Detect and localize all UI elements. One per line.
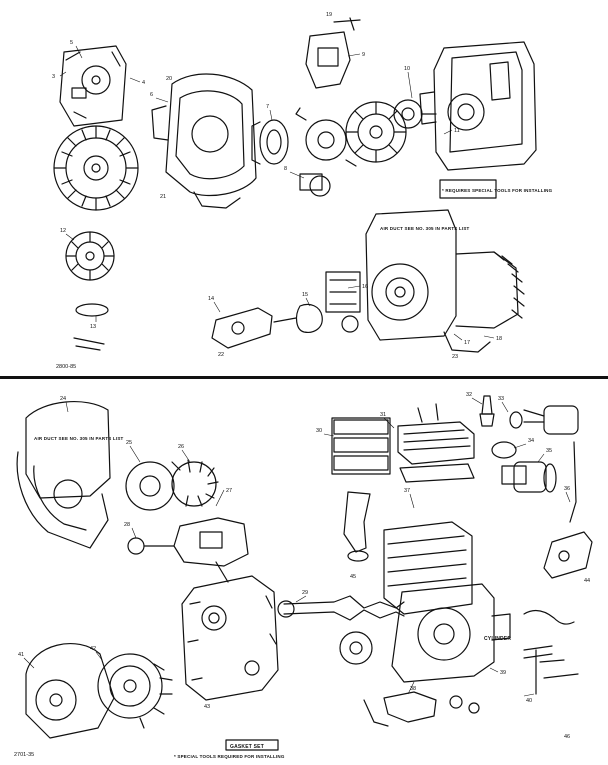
callout-label: 25 bbox=[126, 440, 132, 446]
small-hardware-left bbox=[73, 303, 109, 351]
magneto-plate-assembly bbox=[59, 45, 127, 127]
crank-gear bbox=[393, 99, 437, 129]
flywheel-left bbox=[53, 125, 139, 211]
leader-lines-top bbox=[59, 45, 495, 341]
callout-label: 35 bbox=[546, 448, 552, 454]
cylinder-head bbox=[397, 403, 475, 483]
governor-linkage bbox=[211, 303, 323, 349]
ignition-armature bbox=[305, 17, 361, 89]
callout-label: 22 bbox=[218, 352, 224, 358]
callout-label: 12 bbox=[60, 228, 66, 234]
callout-label: 14 bbox=[208, 296, 214, 302]
callout-label: 32 bbox=[466, 392, 472, 398]
callout-label: 46 bbox=[564, 734, 570, 740]
engine-assembly-bottom-right bbox=[365, 209, 525, 353]
callout-label: 26 bbox=[178, 444, 184, 450]
gasket-set-label: GASKET SET bbox=[230, 744, 264, 750]
rewind-starter bbox=[295, 107, 357, 197]
callout-label: 10 bbox=[404, 66, 410, 72]
footer-code-top: 2800-85 bbox=[56, 364, 76, 370]
crankcase-cover bbox=[181, 575, 279, 701]
callout-label: 9 bbox=[362, 52, 365, 58]
blower-housing bbox=[151, 73, 257, 209]
air-duct-note-top: AIR DUCT SEE NO. 305 IN PARTS LIST bbox=[380, 226, 470, 231]
callout-label: 8 bbox=[284, 166, 287, 172]
callout-label: 7 bbox=[266, 104, 269, 110]
callout-label: 27 bbox=[226, 488, 232, 494]
flywheel-ignition-bottom bbox=[25, 643, 173, 739]
gasket-set-box bbox=[225, 739, 279, 751]
flywheel-fan bbox=[345, 101, 407, 163]
callout-label: 42 bbox=[90, 646, 96, 652]
top-exploded-view: 5 3 4 6 7 8 9 10 11 12 13 14 15 16 17 18… bbox=[52, 12, 553, 370]
callout-label: 38 bbox=[410, 686, 416, 692]
leader-lines-bottom bbox=[23, 397, 571, 697]
throttle-linkage bbox=[523, 441, 593, 695]
callout-label: 31 bbox=[380, 412, 386, 418]
air-shroud bbox=[16, 400, 111, 549]
callout-label: 29 bbox=[302, 590, 308, 596]
small-parts-bottom bbox=[363, 691, 480, 727]
fuel-pump-assembly bbox=[127, 517, 249, 583]
spark-plug bbox=[479, 395, 495, 427]
footer-code-bottom: 2701-35 bbox=[14, 752, 34, 758]
callout-label: 34 bbox=[528, 438, 534, 444]
callout-numbers-bottom: 24 25 26 27 28 29 30 31 32 33 34 35 36 3… bbox=[18, 392, 590, 740]
piston-and-rings bbox=[331, 417, 391, 562]
cylinder-block bbox=[383, 521, 511, 683]
callout-diamond-box bbox=[439, 179, 497, 199]
callout-label: 11 bbox=[454, 128, 460, 134]
callout-label: 33 bbox=[498, 396, 504, 402]
callout-label: 39 bbox=[500, 670, 506, 676]
muffler bbox=[509, 405, 579, 435]
starter-pulley bbox=[251, 119, 289, 165]
callout-label: 24 bbox=[60, 396, 66, 402]
bottom-exploded-view-panel: 24 25 26 27 28 29 30 31 32 33 34 35 36 3… bbox=[4, 382, 604, 760]
carburetor-parts bbox=[325, 271, 361, 333]
callout-label: 30 bbox=[316, 428, 322, 434]
callout-label: 6 bbox=[150, 92, 153, 98]
callout-label: 3 bbox=[52, 74, 55, 80]
intake-parts bbox=[491, 441, 557, 493]
starter-spring-assembly bbox=[125, 459, 219, 511]
callout-label: 17 bbox=[464, 340, 470, 346]
callout-label: 40 bbox=[526, 698, 532, 704]
engine-block-top bbox=[419, 41, 537, 171]
callout-label: 45 bbox=[350, 574, 356, 580]
callout-label: 18 bbox=[496, 336, 502, 342]
air-duct-note-bottom: AIR DUCT SEE NO. 305 IN PARTS LIST bbox=[34, 436, 124, 441]
callout-label: 20 bbox=[166, 76, 172, 82]
callout-label: 13 bbox=[90, 324, 96, 330]
callout-label: 23 bbox=[452, 354, 458, 360]
flywheel-small bbox=[65, 231, 115, 281]
panel-divider bbox=[0, 376, 608, 379]
callout-label: 28 bbox=[124, 522, 130, 528]
callout-label: 43 bbox=[204, 704, 210, 710]
callout-label: 16 bbox=[362, 284, 368, 290]
callout-label: 15 bbox=[302, 292, 308, 298]
callout-label: 36 bbox=[564, 486, 570, 492]
special-tools-note-top: * REQUIRES SPECIAL TOOLS FOR INSTALLING bbox=[442, 188, 553, 193]
callout-label: 21 bbox=[160, 194, 166, 200]
callout-label: 44 bbox=[584, 578, 590, 584]
crankshaft bbox=[277, 595, 405, 665]
callout-label: 5 bbox=[70, 40, 73, 46]
bottom-exploded-view: 24 25 26 27 28 29 30 31 32 33 34 35 36 3… bbox=[14, 392, 593, 759]
cylinder-label: CYLINDER bbox=[484, 636, 511, 642]
callout-numbers-top: 5 3 4 6 7 8 9 10 11 12 13 14 15 16 17 18… bbox=[52, 12, 502, 360]
top-exploded-view-panel: 5 3 4 6 7 8 9 10 11 12 13 14 15 16 17 18… bbox=[4, 2, 604, 374]
special-tools-note-bottom: * SPECIAL TOOLS REQUIRED FOR INSTALLING bbox=[174, 754, 285, 759]
callout-label: 19 bbox=[326, 12, 332, 18]
callout-label: 4 bbox=[142, 80, 145, 86]
callout-label: 37 bbox=[404, 488, 410, 494]
callout-label: 41 bbox=[18, 652, 24, 658]
